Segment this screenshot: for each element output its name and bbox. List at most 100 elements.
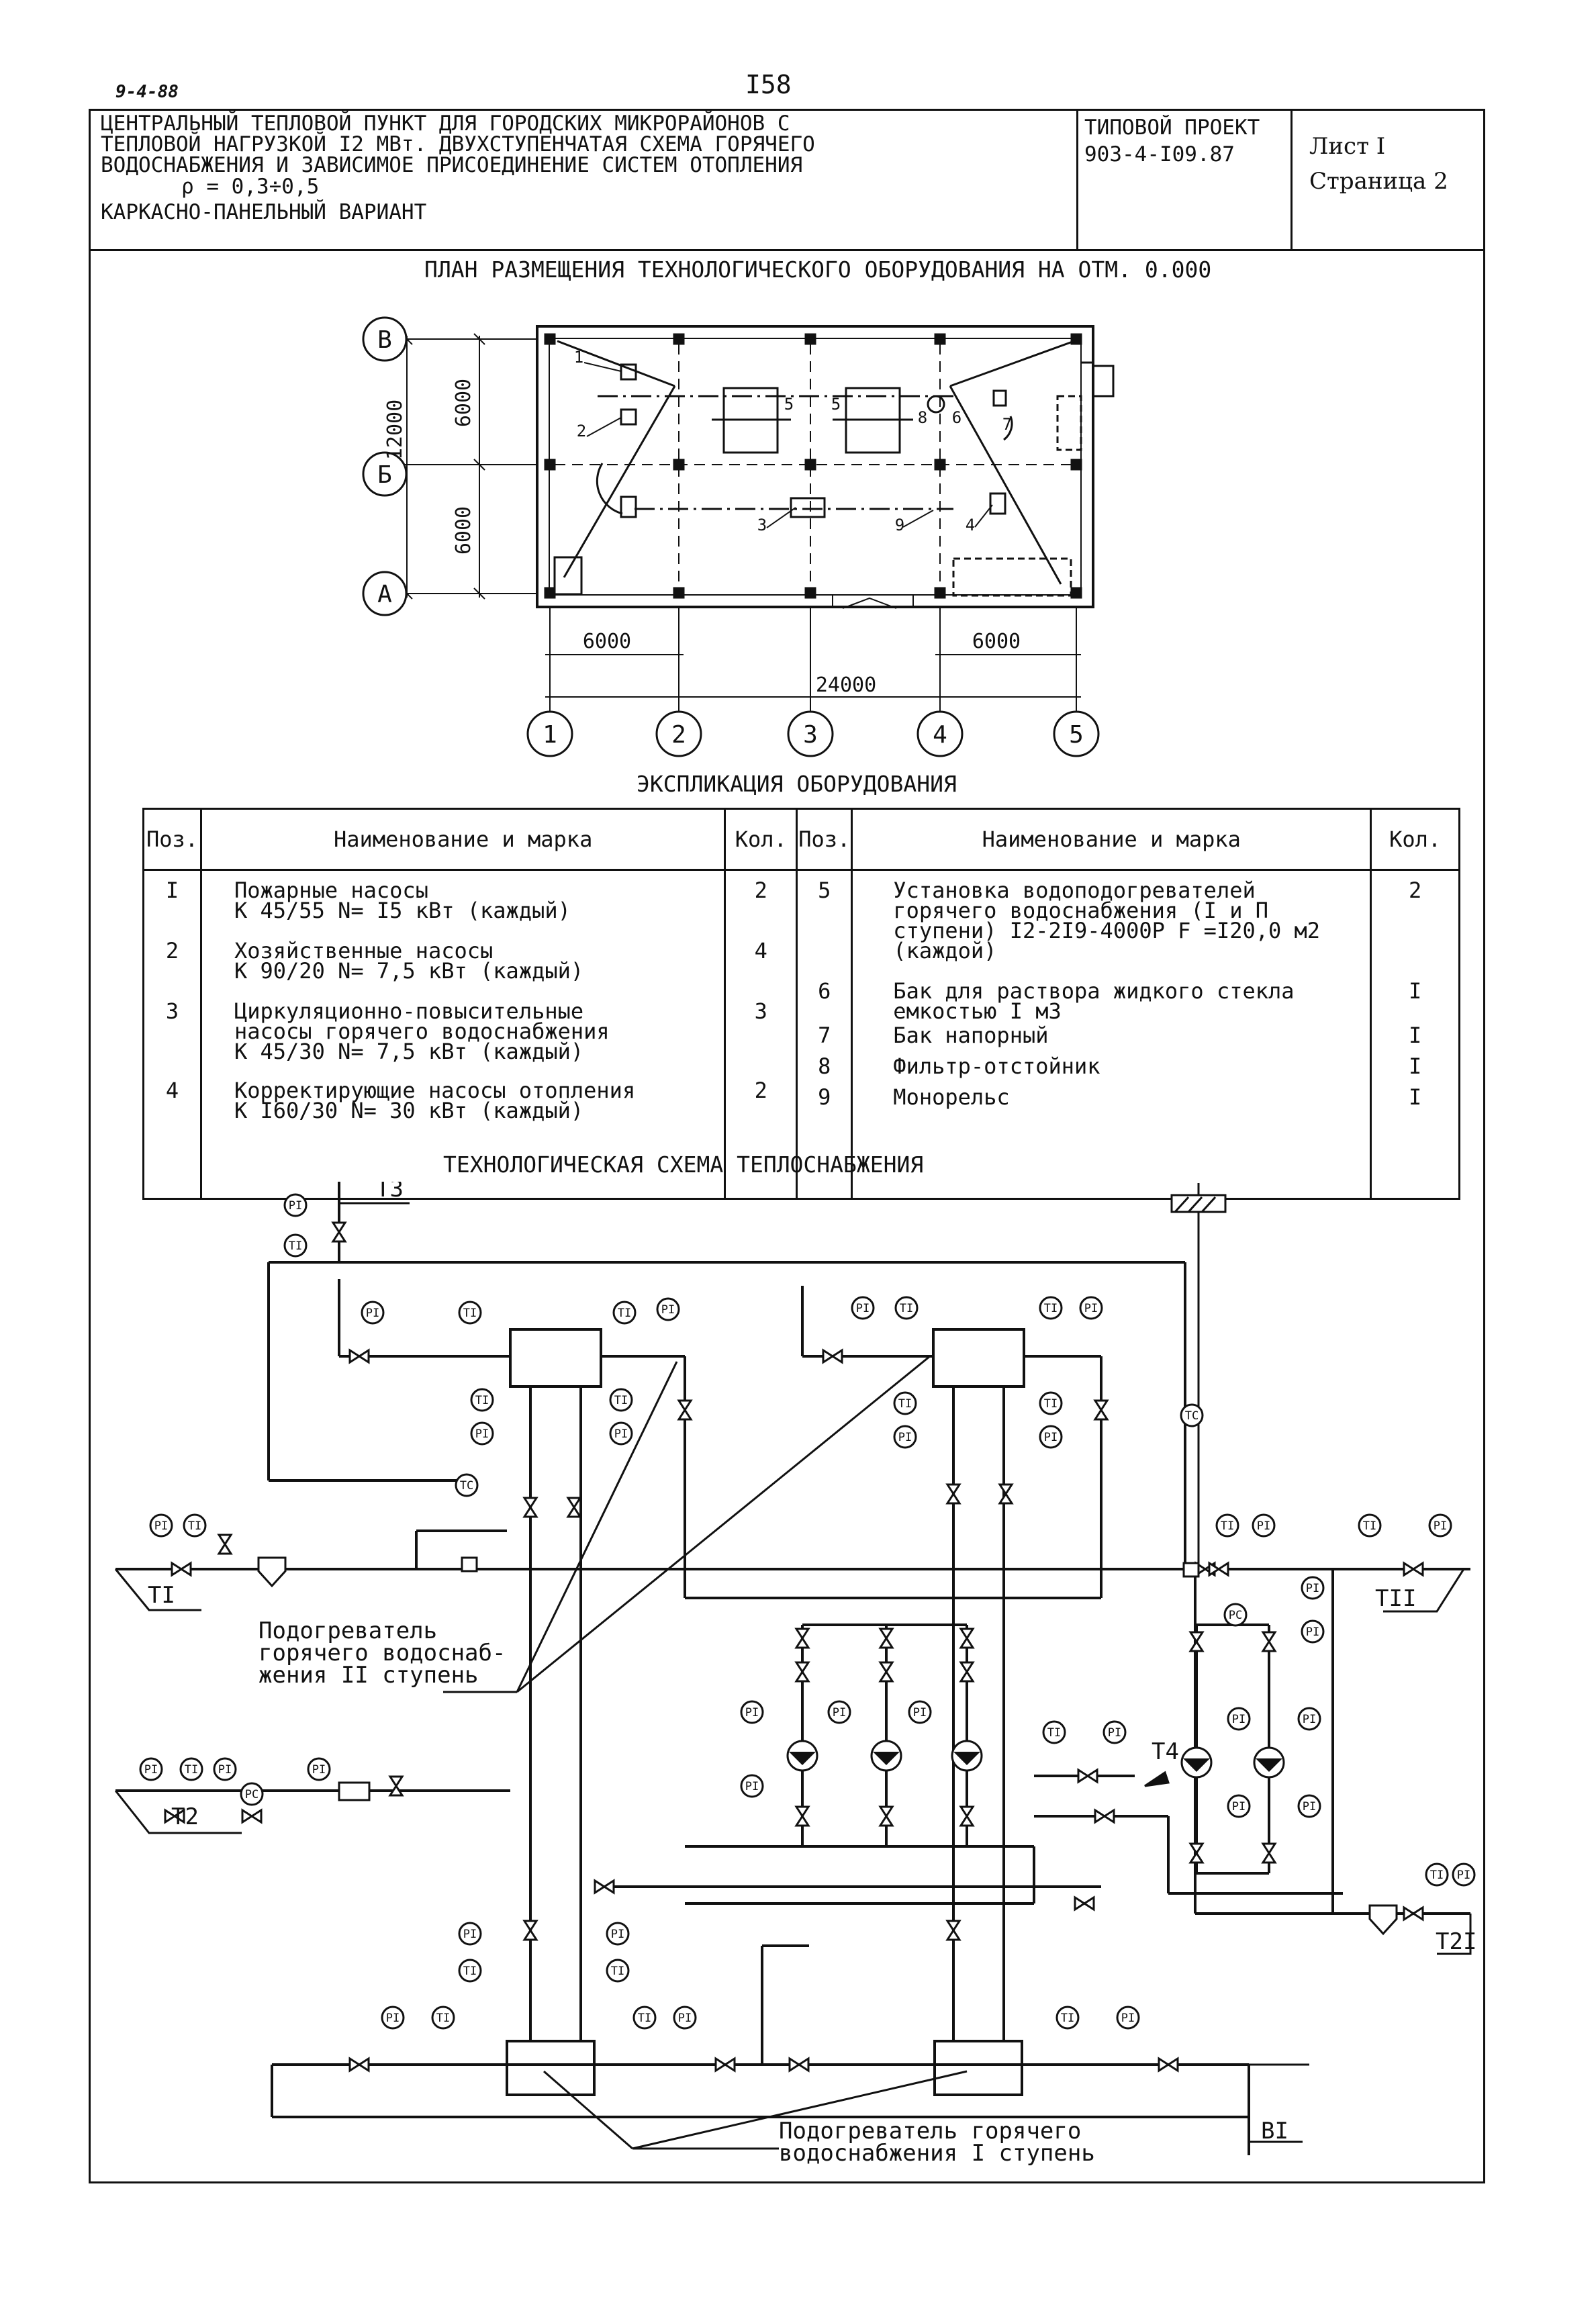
instrument-label-pi: PI (1306, 1626, 1319, 1639)
instrument-pi-46 (458, 1922, 482, 1946)
sheet-page: Страница 2 (1309, 168, 1448, 195)
instrument-ti-52 (632, 2006, 657, 2030)
pipe-label-t4: T4 (1152, 1738, 1179, 1765)
instrument-label-pc: PC (1229, 1609, 1242, 1622)
scheme-title: ТЕХНОЛОГИЧЕСКАЯ СХЕМА ТЕПЛОСНАБЖЕНИЯ (443, 1151, 924, 1178)
instrument-pi-0 (283, 1193, 308, 1217)
instrument-ti-3 (458, 1301, 482, 1325)
instrument-label-ti: TI (1044, 1302, 1058, 1315)
page-number: I58 (745, 70, 792, 99)
plan-mark-7: 7 (1002, 415, 1012, 434)
instrument-label-pi: PI (611, 1928, 624, 1941)
instrument-pi-37 (1227, 1794, 1251, 1818)
pipe-label-t3: T3 (376, 1182, 404, 1203)
title-block-sheet (1290, 109, 1485, 251)
instrument-ti-44 (1425, 1863, 1449, 1887)
explication-header-row: Поз. Наименование и марка Кол. Поз. Наим… (142, 808, 1460, 871)
col-qty-left: Кол. (724, 808, 798, 871)
instrument-pi-34 (1102, 1720, 1127, 1744)
instrument-label-ti: TI (1430, 1869, 1444, 1882)
instrument-ti-17 (1039, 1391, 1063, 1415)
instrument-pi-41 (213, 1757, 237, 1781)
instrument-pi-11 (851, 1296, 875, 1320)
instrument-pi-25 (1428, 1513, 1452, 1538)
doc-code: 9-4-88 (115, 82, 179, 102)
instrument-pi-2 (361, 1301, 385, 1325)
plan-mark-4: 4 (966, 516, 975, 534)
instrument-pc-42 (240, 1782, 264, 1806)
instrument-label-tc: TC (1185, 1409, 1199, 1423)
instrument-label-pi: PI (833, 1706, 846, 1720)
instrument-label-ti: TI (611, 1965, 624, 1978)
instrument-pi-36 (1297, 1707, 1321, 1731)
instrument-label-pi: PI (1303, 1800, 1316, 1814)
instrument-pi-19 (149, 1513, 173, 1538)
instrument-label-ti: TI (475, 1394, 489, 1407)
instrument-label-pi: PI (1232, 1800, 1246, 1814)
title-line-5: КАРКАСНО-ПАНЕЛЬНЫЙ ВАРИАНТ (101, 200, 427, 224)
axis-bubble-b (362, 451, 408, 497)
pos-column-right: 5 6 7 8 9 (796, 869, 853, 1200)
instrument-pi-38 (1297, 1794, 1321, 1818)
axis-label-3: 3 (803, 721, 818, 749)
pipe-label-t2: T2 (171, 1803, 199, 1830)
instrument-pi-5 (656, 1297, 680, 1321)
instrument-pi-18 (1039, 1425, 1063, 1449)
instrument-label-pi: PI (366, 1307, 379, 1320)
plan-mark-1: 1 (574, 348, 583, 367)
instrument-ti-54 (1055, 2006, 1080, 2030)
axis-label-4: 4 (933, 721, 947, 749)
plan-mark-8: 8 (918, 408, 927, 427)
instrument-label-ti: TI (289, 1239, 302, 1253)
dim-total-length: 24000 (816, 673, 876, 697)
filter-t2 (338, 1781, 371, 1801)
axis-label-1: 1 (543, 721, 557, 749)
instrument-pi-14 (1079, 1296, 1103, 1320)
instrument-label-pi: PI (1457, 1869, 1470, 1882)
plan-drawing: В Б А 1 2 3 4 5 12000 6000 6000 6000 600… (362, 316, 1115, 757)
instrument-label-pi: PI (1121, 2012, 1135, 2025)
heater-1-right (933, 2040, 1023, 2096)
heater-1-caption-2: водоснабжения I ступень (779, 2140, 1095, 2167)
instrument-label-ti: TI (614, 1394, 628, 1407)
instrument-ti-1 (283, 1233, 308, 1258)
instrument-label-pi: PI (1303, 1713, 1316, 1726)
plan-mark-5b: 5 (831, 395, 841, 414)
instrument-pi-23 (1252, 1513, 1276, 1538)
axis-label-2: 2 (671, 721, 686, 749)
instrument-label-ti: TI (900, 1302, 913, 1315)
instrument-pi-30 (827, 1700, 851, 1724)
project-number: 903-4-I09.87 (1084, 142, 1235, 167)
instrument-label-ti: TI (618, 1307, 631, 1320)
instrument-label-pi: PI (678, 2012, 692, 2025)
axis-bubble-1 (526, 710, 573, 757)
instrument-pi-45 (1452, 1863, 1476, 1887)
instrument-tc-21 (1180, 1403, 1204, 1427)
axis-bubble-a (362, 571, 408, 616)
instrument-pi-9 (609, 1421, 633, 1446)
scheme-drawing: PI TI PI TI TI PI TI PI TI PI TC PI TI TI PI TI PI TI PI PI… (114, 1182, 1476, 2167)
instrument-label-pi: PI (1108, 1726, 1121, 1740)
col-pos-right: Поз. (796, 808, 853, 871)
instrument-label-ti: TI (898, 1397, 912, 1411)
pipe-label-b1: BI (1261, 2118, 1288, 2145)
axis-bubble-3 (787, 710, 834, 757)
instrument-ti-13 (1039, 1296, 1063, 1320)
instrument-label-ti: TI (1221, 1519, 1234, 1533)
axis-label-5: 5 (1069, 721, 1084, 749)
instrument-pi-31 (908, 1700, 932, 1724)
axis-bubble-5 (1053, 710, 1100, 757)
heater-1-caption-1: Подогреватель горячего (779, 2118, 1081, 2145)
instrument-label-tc: TC (460, 1479, 473, 1493)
col-qty-right: Кол. (1370, 808, 1460, 871)
instrument-pi-48 (606, 1922, 630, 1946)
col-pos-left: Поз. (142, 808, 202, 871)
instrument-label-pi: PI (1257, 1519, 1270, 1533)
instrument-label-pc: PC (245, 1788, 259, 1801)
qty-column-left: 2 4 3 2 (724, 869, 798, 1200)
instrument-ti-24 (1358, 1513, 1382, 1538)
axis-bubble-4 (917, 710, 964, 757)
